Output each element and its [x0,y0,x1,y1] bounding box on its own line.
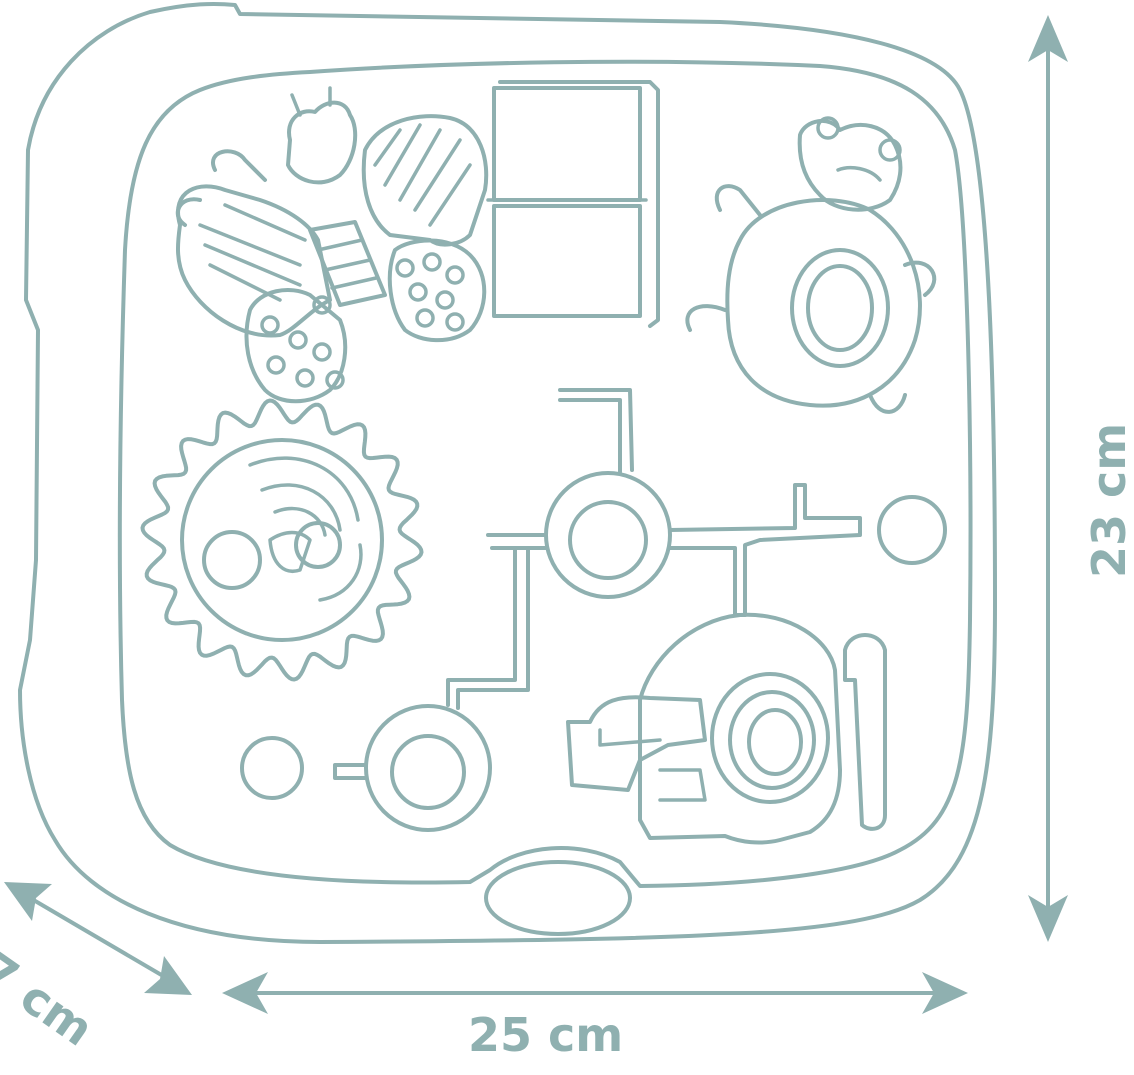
dimension-width-arrow [222,972,968,1014]
height-label: 23 cm [1082,422,1134,578]
bear-turtle-icon [685,116,937,414]
camera-icon [566,612,887,845]
maze-track-icon [240,388,947,832]
board-outer-edge [18,1,997,944]
sliding-doors-icon [486,80,660,328]
butterfly-icon [175,86,489,404]
button-icon [484,860,632,936]
width-label: 25 cm [468,1008,624,1062]
dimension-height-arrow [1028,15,1068,942]
dimension-depth-arrow [4,882,192,995]
board-inner-edge [117,59,973,888]
gear-icon [140,398,424,682]
